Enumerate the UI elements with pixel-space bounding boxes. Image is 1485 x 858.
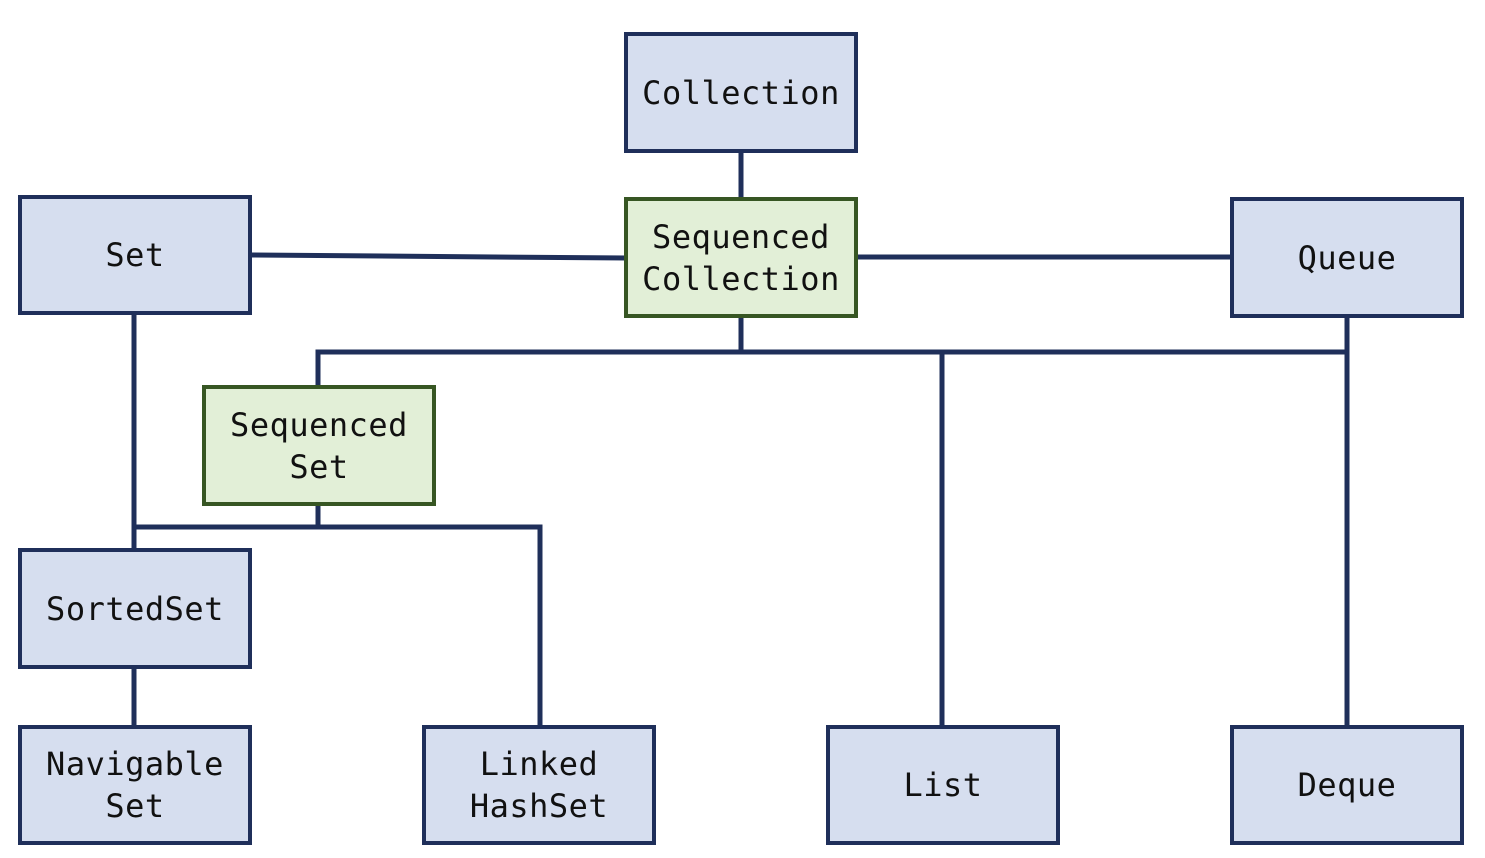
- node-sequenced-set: Sequenced Set: [202, 385, 436, 506]
- node-collection-label: Collection: [642, 73, 840, 112]
- node-sorted-set: SortedSet: [18, 548, 252, 669]
- node-linked-hash-set-label: Linked HashSet: [469, 745, 609, 825]
- node-sequenced-set-label: Sequenced Set: [230, 405, 408, 486]
- node-list-label: List: [903, 766, 983, 804]
- node-list: List: [826, 725, 1060, 845]
- node-linked-hash-set: Linked HashSet: [422, 725, 656, 845]
- node-navigable-set-label: Navigable Set: [46, 745, 224, 825]
- node-queue: Queue: [1230, 197, 1464, 318]
- node-sequenced-collection-label: Sequenced Collection: [642, 217, 840, 298]
- node-navigable-set: Navigable Set: [18, 725, 252, 845]
- connector-set-sequenced-collection: [247, 252, 628, 261]
- node-set: Set: [18, 195, 252, 315]
- node-set-label: Set: [105, 236, 165, 274]
- node-queue-label: Queue: [1297, 238, 1397, 277]
- node-sequenced-collection: Sequenced Collection: [624, 197, 858, 318]
- node-sorted-set-label: SortedSet: [46, 589, 224, 628]
- node-deque-label: Deque: [1297, 766, 1397, 804]
- node-collection: Collection: [624, 32, 858, 153]
- node-deque: Deque: [1230, 725, 1464, 845]
